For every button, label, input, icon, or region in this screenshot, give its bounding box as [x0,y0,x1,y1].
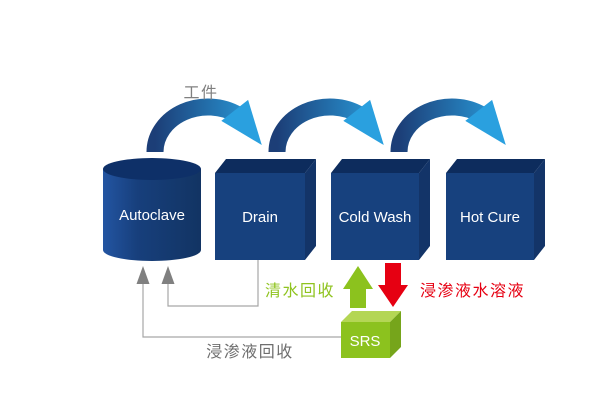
station-label: Cold Wash [339,209,412,226]
cylinder-body [103,169,201,261]
box-side [305,159,316,260]
arc-curve [390,98,487,153]
clean-water-recovery-label: 清水回收 [265,282,335,300]
box-top [331,159,430,173]
pipe-up-arrow-icon [136,266,150,284]
arc-arrowhead-icon [343,99,384,146]
station-label: Autoclave [119,207,185,224]
box-front [446,173,534,260]
flow-arc-1 [146,98,262,153]
box-side [390,311,401,358]
box-top [341,311,401,322]
box-top [215,159,316,173]
recycle-pipe-from-srs [136,266,346,338]
sealant-solution-label: 浸渗液水溶液 [420,282,525,300]
station-cold-wash: Cold Wash [331,159,430,260]
station-hot-cure: Hot Cure [446,159,545,260]
station-label: Hot Cure [460,209,520,226]
station-label: Drain [242,209,278,226]
cylinder-top [103,158,201,180]
sealant-recovery-label: 浸渗液回收 [206,343,294,361]
solution-down-arrow-icon [378,263,408,307]
box-front [341,322,390,358]
pipe-line [167,260,259,307]
arc-curve [146,98,243,153]
workpiece-label: 工件 [183,84,218,102]
box-front [215,173,305,260]
recycle-pipe-from-drain [161,260,259,307]
pipe-line [142,284,346,338]
arc-arrowhead-icon [465,99,506,146]
clean-water-up-arrow-icon [343,266,373,308]
pipe-up-arrow-icon [161,266,175,284]
flow-arc-2 [268,98,384,153]
srs-unit: SRS [341,311,401,358]
box-top [446,159,545,173]
box-side [534,159,545,260]
arc-curve [268,98,365,153]
box-front [331,173,419,260]
flow-arc-3 [390,98,506,153]
station-autoclave: Autoclave [103,158,201,261]
srs-label: SRS [350,333,381,350]
arc-arrowhead-icon [221,99,262,146]
station-drain: Drain [215,159,316,260]
box-side [419,159,430,260]
